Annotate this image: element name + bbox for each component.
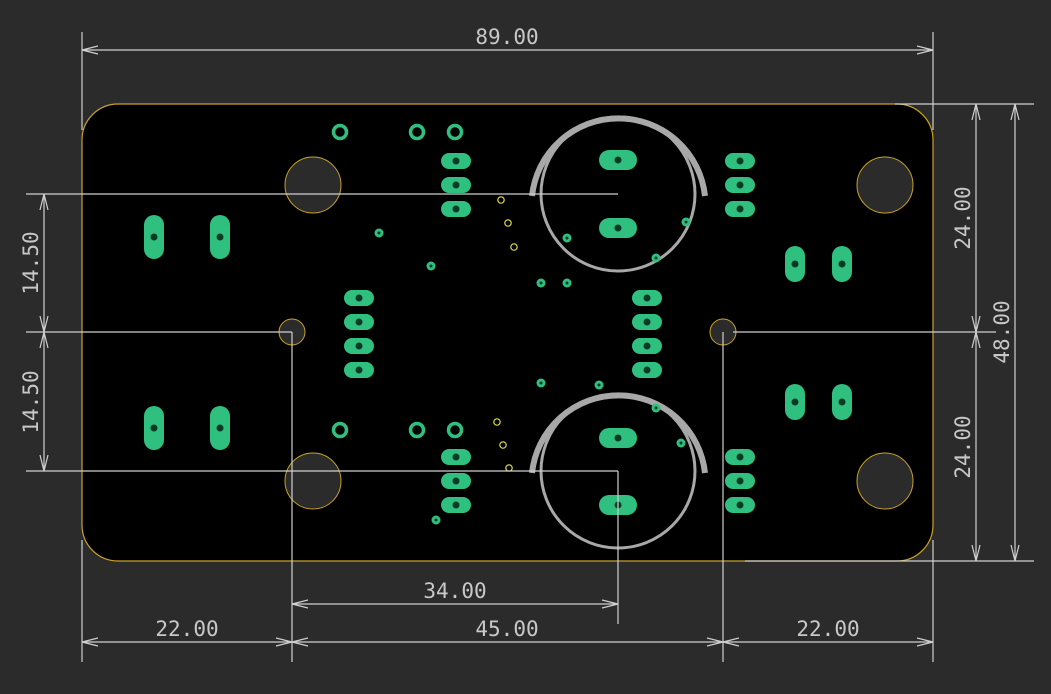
pad-drill — [736, 157, 744, 165]
pad-drill — [643, 342, 651, 350]
dim-bottom-mid: 45.00 — [475, 617, 538, 641]
pad-drill — [150, 233, 158, 241]
via-icon — [331, 123, 349, 141]
via-icon — [493, 418, 501, 426]
pad-drill — [736, 477, 744, 485]
pad-drill — [150, 424, 158, 432]
pad-drill — [736, 501, 744, 509]
mounting-holes — [278, 156, 914, 510]
pad-drill — [736, 181, 744, 189]
pad-drill — [614, 224, 622, 232]
via-icon — [331, 421, 349, 439]
pad-drill — [736, 453, 744, 461]
via-icon — [408, 123, 426, 141]
pad-drill — [736, 205, 744, 213]
via-icon — [408, 421, 426, 439]
pad-drill — [614, 434, 622, 442]
pad-drill — [452, 453, 460, 461]
dim-left-lower: 14.50 — [19, 370, 43, 433]
dim-bottom-right: 22.00 — [796, 617, 859, 641]
dim-bottom-left: 22.00 — [155, 617, 218, 641]
via-icon — [499, 441, 507, 449]
dim-board-width: 89.00 — [475, 25, 538, 49]
dimensions: 89.00 48.00 24.00 24.00 14.50 14.50 34.0… — [19, 25, 1034, 662]
pad-drill — [614, 156, 622, 164]
component-arc-upper — [529, 115, 708, 197]
pad-drill — [643, 294, 651, 302]
pad-drill — [791, 398, 799, 406]
pad-drill — [355, 342, 363, 350]
pad-drill — [643, 318, 651, 326]
pad-drill — [838, 398, 846, 406]
via-icon — [446, 123, 464, 141]
dim-left-upper: 14.50 — [19, 231, 43, 294]
pad-drill — [452, 181, 460, 189]
pad-drill — [355, 318, 363, 326]
pad-drill — [452, 501, 460, 509]
dim-inner-span: 34.00 — [423, 579, 486, 603]
dim-lower-half: 24.00 — [951, 415, 975, 478]
pads — [144, 123, 852, 525]
pad-drill — [838, 260, 846, 268]
mounting-hole-icon — [856, 156, 914, 214]
via-icon — [497, 196, 505, 204]
pad-drill — [355, 366, 363, 374]
via-icon — [446, 421, 464, 439]
mounting-hole-icon — [856, 452, 914, 510]
pad-drill — [355, 294, 363, 302]
via-icon — [510, 243, 518, 251]
pad-drill — [452, 477, 460, 485]
mounting-hole-icon — [284, 452, 342, 510]
pad-drill — [216, 233, 224, 241]
pad-drill — [643, 366, 651, 374]
component-arc-lower — [529, 392, 708, 474]
pad-drill — [216, 424, 224, 432]
mounting-hole-icon — [284, 156, 342, 214]
pad-drill — [791, 260, 799, 268]
pad-drill — [452, 157, 460, 165]
dim-upper-half: 24.00 — [951, 186, 975, 249]
via-icon — [504, 219, 512, 227]
pad-drill — [452, 205, 460, 213]
